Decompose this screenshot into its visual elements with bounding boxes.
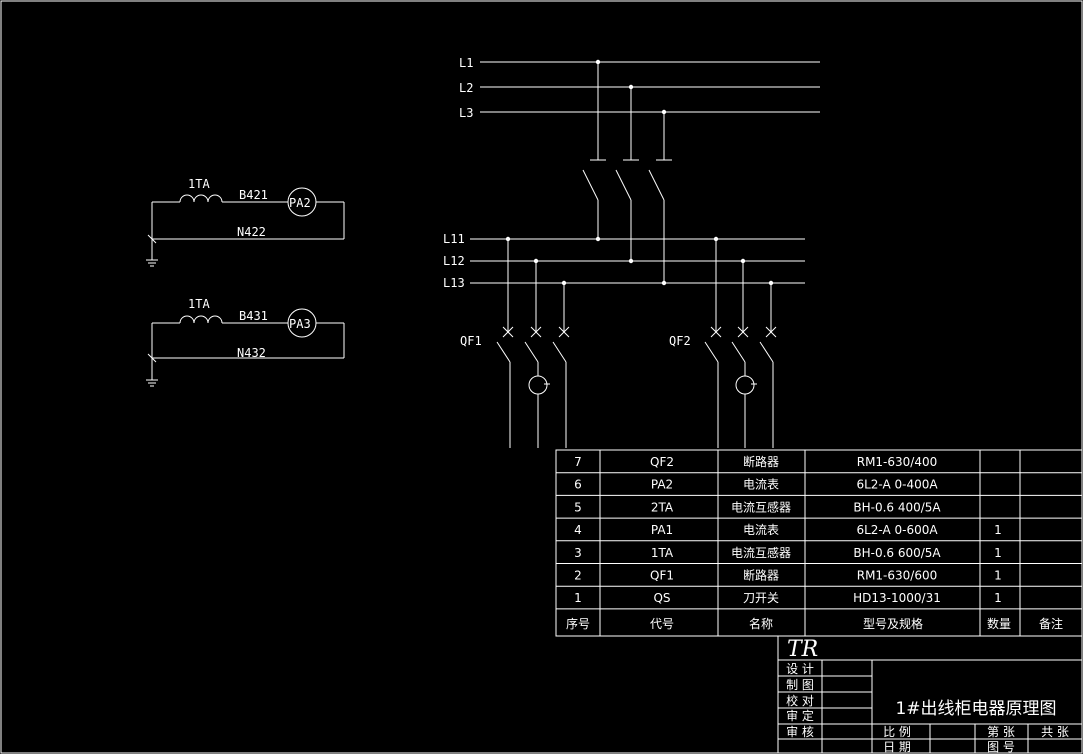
- bom-header-qty: 数量: [987, 616, 1011, 631]
- bom-cell-no: 5: [574, 500, 582, 514]
- date-label: 日 期: [883, 740, 911, 754]
- bom-cell-name: 电流表: [743, 523, 779, 537]
- bom-cell-model: BH-0.6 600/5A: [853, 546, 941, 560]
- bom-cell-code: PA2: [651, 478, 673, 492]
- bom-cell-no: 7: [574, 455, 582, 469]
- bom-header-code: 代号: [650, 617, 674, 631]
- bom-header-name: 名称: [749, 616, 773, 631]
- role-approve: 审 定: [786, 708, 814, 723]
- bom-cell-code: QF2: [650, 455, 674, 469]
- breaker-label-qf1: QF1: [460, 334, 482, 348]
- breaker-label-qf2: QF2: [669, 334, 691, 348]
- role-review: 审 核: [786, 724, 814, 739]
- wire-label-b431: B431: [239, 309, 268, 323]
- bom-header-no: 序号: [566, 616, 590, 631]
- drawing-title: 1#出线柜电器原理图: [895, 699, 1056, 719]
- bom-cell-qty: 1: [994, 523, 1002, 537]
- bom-cell-no: 1: [574, 591, 582, 605]
- bom-header-row: 序号 代号 名称 型号及规格 数量 备注: [566, 616, 1063, 631]
- knife-switch-qs: [582, 62, 672, 283]
- ct-symbol-qf1: [528, 375, 548, 395]
- bom-table: 7 QF2 断路器 RM1-630/400 6 PA2 电流表 6L2-A 0-400A 5 2T…: [555, 449, 1083, 637]
- ct-symbol-qf2: [735, 375, 755, 395]
- bom-header-note: 备注: [1039, 616, 1063, 631]
- bom-cell-no: 2: [574, 569, 582, 583]
- bom-cell-code: PA1: [651, 523, 673, 537]
- bom-cell-qty: 1: [994, 569, 1002, 583]
- bom-cell-name: 电流互感器: [731, 545, 791, 560]
- bom-cell-name: 断路器: [743, 568, 779, 583]
- role-check: 校 对: [786, 693, 814, 708]
- bom-cell-model: BH-0.6 400/5A: [853, 500, 941, 514]
- wire-label-n432: N432: [237, 346, 266, 360]
- meter-label-pa2: PA2: [289, 196, 311, 210]
- wire-label-b421: B421: [239, 188, 268, 202]
- logo-tr: TR: [787, 637, 818, 662]
- bus-label-l3: L3: [459, 106, 473, 120]
- drawing-no-label: 图 号: [987, 740, 1015, 754]
- bom-cell-name: 电流互感器: [731, 499, 791, 514]
- bom-cell-model: RM1-630/400: [857, 455, 938, 469]
- bus-label-l1: L1: [459, 56, 473, 70]
- bom-cell-no: 4: [574, 523, 582, 537]
- bom-row: 3 1TA 电流互感器 BH-0.6 600/5A 1: [574, 545, 1002, 560]
- sub-bus: L11 L12 L13: [443, 232, 805, 290]
- meter-circuit-2: 1TA B431 PA3 N432: [146, 297, 345, 387]
- wire-label-n422: N422: [237, 225, 266, 239]
- meter-label-pa3: PA3: [289, 317, 311, 331]
- bom-cell-code: 2TA: [651, 500, 674, 514]
- bom-row: 4 PA1 电流表 6L2-A 0-600A 1: [574, 523, 1002, 537]
- bom-header-model: 型号及规格: [863, 616, 923, 631]
- role-draw: 制 图: [786, 678, 814, 692]
- breaker-qf2: QF2: [669, 239, 777, 448]
- bom-cell-code: QS: [653, 591, 670, 605]
- bom-cell-model: RM1-630/600: [857, 569, 938, 583]
- bom-cell-model: 6L2-A 0-600A: [856, 523, 938, 537]
- title-block: TR 设 计 制 图 校 对 审 定 审 核 1#出线柜电器原理图 比 例 日 …: [777, 635, 1083, 754]
- bus-label-l13: L13: [443, 276, 465, 290]
- bom-cell-model: 6L2-A 0-400A: [856, 478, 938, 492]
- bom-cell-qty: 1: [994, 591, 1002, 605]
- bom-row: 2 QF1 断路器 RM1-630/600 1: [574, 568, 1002, 583]
- bom-cell-model: HD13-1000/31: [853, 591, 941, 605]
- bom-row: 1 QS 刀开关 HD13-1000/31 1: [574, 591, 1002, 605]
- bus-label-l12: L12: [443, 254, 465, 268]
- role-design: 设 计: [786, 662, 814, 676]
- bom-row: 5 2TA 电流互感器 BH-0.6 400/5A: [574, 499, 941, 514]
- ct-label-1: 1TA: [188, 177, 210, 191]
- bom-cell-no: 3: [574, 546, 582, 560]
- bom-cell-name: 断路器: [743, 454, 779, 469]
- main-bus: L1 L2 L3: [459, 56, 820, 120]
- bom-cell-code: QF1: [650, 569, 674, 583]
- bom-cell-qty: 1: [994, 546, 1002, 560]
- scale-label: 比 例: [883, 725, 911, 739]
- bom-row: 7 QF2 断路器 RM1-630/400: [574, 454, 937, 469]
- bom-row: 6 PA2 电流表 6L2-A 0-400A: [574, 478, 938, 492]
- bus-label-l2: L2: [459, 81, 473, 95]
- total-sheets-label: 共 张: [1041, 725, 1069, 739]
- meter-circuit-1: 1TA B421 PA2 N422: [146, 177, 345, 267]
- sheet-label: 第 张: [987, 725, 1015, 739]
- breaker-qf1: QF1: [460, 239, 570, 448]
- bus-label-l11: L11: [443, 232, 465, 246]
- ct-label-2: 1TA: [188, 297, 210, 311]
- bom-cell-no: 6: [574, 478, 582, 492]
- bom-cell-code: 1TA: [651, 546, 674, 560]
- bom-cell-name: 刀开关: [743, 591, 779, 605]
- bom-cell-name: 电流表: [743, 478, 779, 492]
